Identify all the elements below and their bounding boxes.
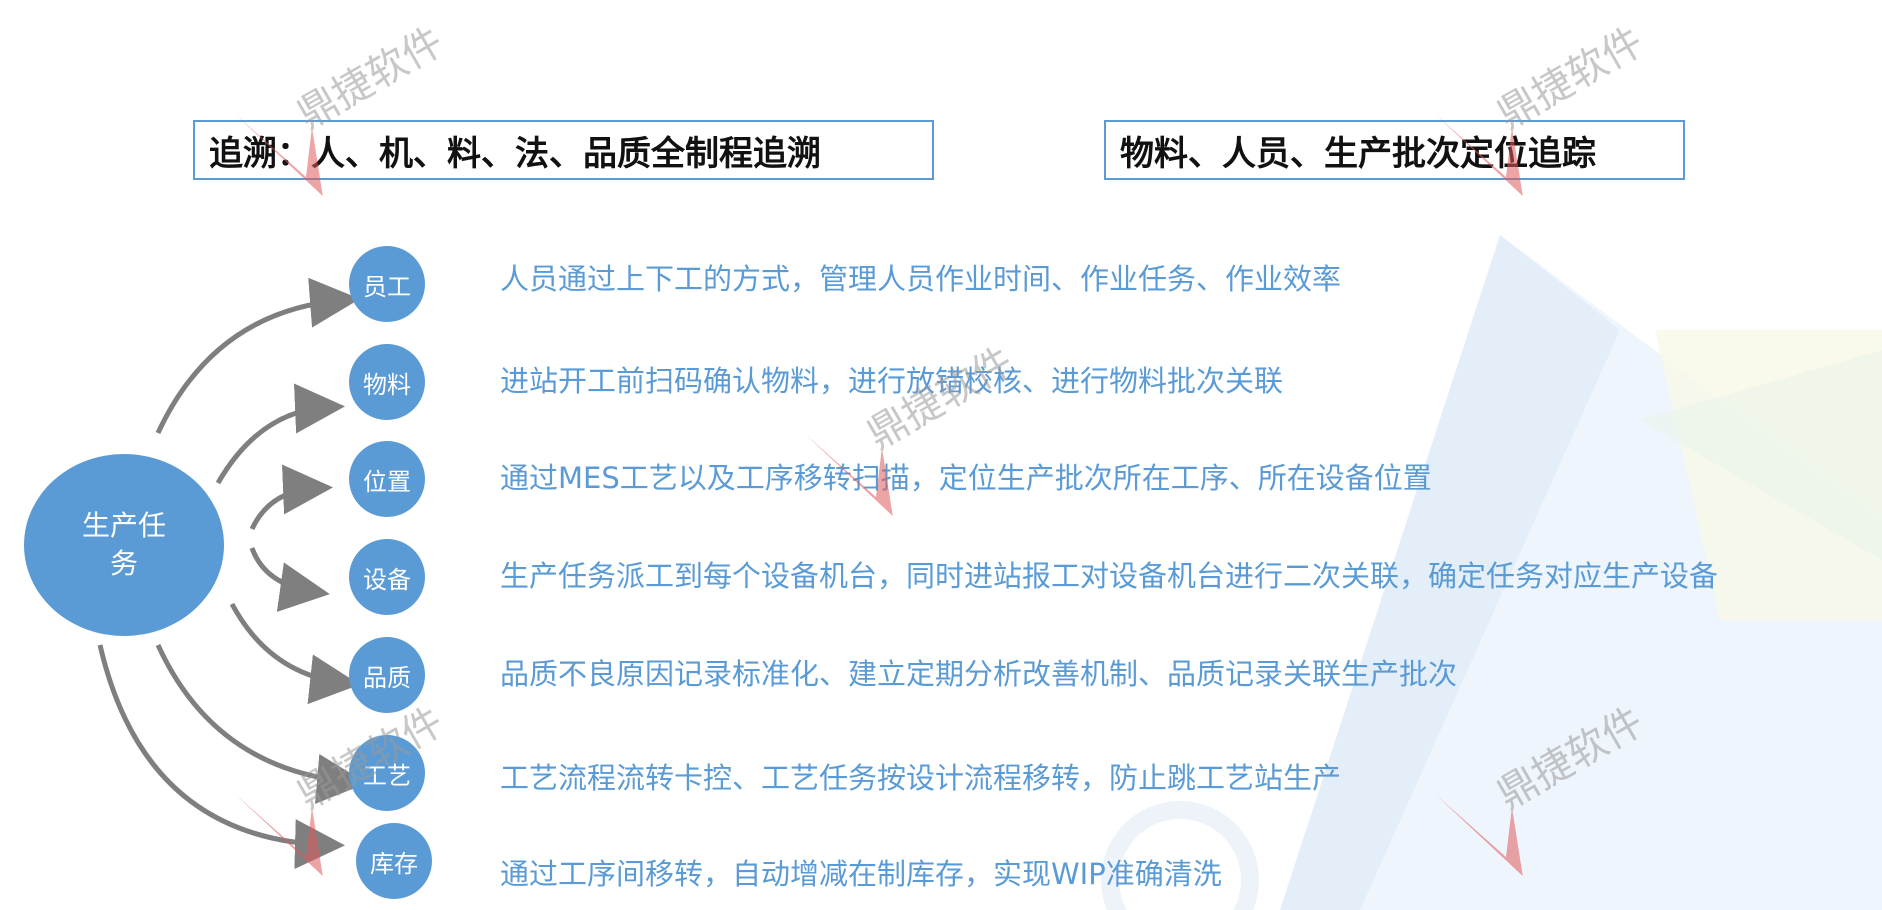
- process-node: 工艺: [349, 735, 425, 811]
- arrow-to-location: [249, 464, 333, 531]
- arrow-to-inventory: [97, 644, 345, 870]
- inventory-node-label: 库存: [370, 849, 418, 878]
- employee-description: 人员通过上下工的方式，管理人员作业时间、作业任务、作业效率: [500, 262, 1342, 296]
- location-description: 通过MES工艺以及工序移转扫描，定位生产批次所在工序、所在设备位置: [500, 461, 1432, 495]
- equipment-description: 生产任务派工到每个设备机台，同时进站报工对设备机台进行二次关联，确定任务对应生产…: [500, 559, 1719, 593]
- arrow-to-equipment: [249, 547, 330, 612]
- material-description: 进站开工前扫码确认物料，进行放错校核、进行物料批次关联: [500, 364, 1284, 398]
- employee-node-label: 员工: [363, 272, 411, 301]
- quality-node-label: 品质: [363, 663, 411, 692]
- inventory-description: 通过工序间移转，自动增减在制库存，实现WIP准确清洗: [500, 857, 1222, 891]
- location-node-label: 位置: [363, 467, 411, 496]
- equipment-node-label: 设备: [363, 565, 411, 594]
- material-node-label: 物料: [363, 370, 411, 399]
- production-task-label: 生产任务: [81, 509, 166, 580]
- quality-description: 品质不良原因记录标准化、建立定期分析改善机制、品质记录关联生产批次: [500, 657, 1458, 691]
- production-task-node: 生产任务: [24, 454, 224, 636]
- arrow-to-material: [215, 383, 345, 485]
- equipment-node: 设备: [349, 539, 425, 615]
- process-node-label: 工艺: [363, 761, 411, 790]
- location-node: 位置: [349, 441, 425, 517]
- arrow-to-process: [155, 643, 367, 804]
- arrow-to-quality: [229, 602, 360, 705]
- inventory-node: 库存: [356, 823, 432, 899]
- process-description: 工艺流程流转卡控、工艺任务按设计流程移转，防止跳工艺站生产: [500, 761, 1342, 795]
- quality-node: 品质: [349, 637, 425, 713]
- material-node: 物料: [349, 344, 425, 420]
- arrow-to-employee: [155, 277, 360, 435]
- employee-node: 员工: [349, 246, 425, 322]
